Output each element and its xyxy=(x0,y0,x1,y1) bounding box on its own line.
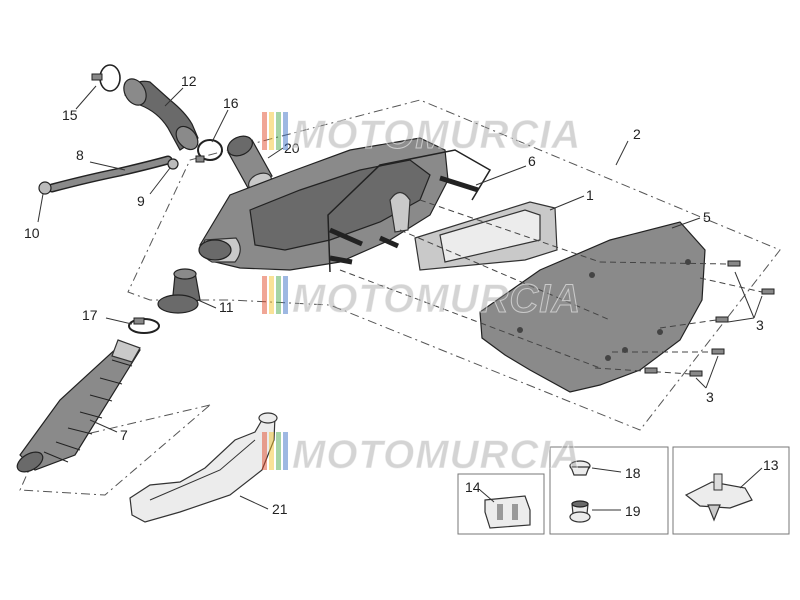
callout-1: 1 xyxy=(586,187,594,203)
callout-5: 5 xyxy=(703,209,711,225)
part-9-clip xyxy=(167,158,179,170)
svg-text:MOTOMURCIA: MOTOMURCIA xyxy=(292,433,581,477)
alignment-line-3 xyxy=(339,269,601,369)
alignment-line-1 xyxy=(419,199,601,263)
part-10-clip xyxy=(38,181,52,195)
part-18-plug xyxy=(569,460,591,476)
callout-19: 19 xyxy=(625,503,641,519)
callout-17: 17 xyxy=(82,307,98,323)
part-12-intake-duct xyxy=(123,78,199,151)
callout-3-upper: 3 xyxy=(756,317,764,333)
callout-16: 16 xyxy=(223,95,239,111)
callout-14: 14 xyxy=(465,479,481,495)
part-5-cover xyxy=(479,221,706,393)
callout-12: 12 xyxy=(181,73,197,89)
callout-6: 6 xyxy=(528,153,536,169)
part-7-bellows xyxy=(16,339,141,473)
part-21-snorkel xyxy=(129,412,278,523)
callout-18: 18 xyxy=(625,465,641,481)
callout-2: 2 xyxy=(633,126,641,142)
callout-21: 21 xyxy=(272,501,288,517)
part-19-plug xyxy=(569,500,591,523)
part-3-screws xyxy=(594,260,775,377)
lower-assembly-frame xyxy=(19,404,211,496)
watermark-middle: MOTOMURCIA xyxy=(262,276,581,322)
filter-housing xyxy=(198,137,479,271)
callout-10: 10 xyxy=(24,225,40,241)
callout-3-lower: 3 xyxy=(706,389,714,405)
part-11-grommet xyxy=(157,268,201,314)
callout-9: 9 xyxy=(137,193,145,209)
svg-text:MOTOMURCIA: MOTOMURCIA xyxy=(292,277,581,321)
callout-15: 15 xyxy=(62,107,78,123)
assembly-frame xyxy=(127,99,781,431)
part-20-sleeve xyxy=(227,135,273,192)
callout-8: 8 xyxy=(76,147,84,163)
alignment-line-2 xyxy=(399,229,611,321)
part-1-filter-element xyxy=(414,201,558,271)
svg-text:MOTOMURCIA: MOTOMURCIA xyxy=(292,113,581,157)
part-14-bracket xyxy=(484,495,531,529)
callout-13: 13 xyxy=(763,457,779,473)
callout-20: 20 xyxy=(284,140,300,156)
detail-box-18-19 xyxy=(549,446,669,535)
callout-7: 7 xyxy=(120,427,128,443)
part-15-clamp xyxy=(91,64,121,92)
watermark-top: MOTOMURCIA xyxy=(262,112,581,158)
part-6-gasket xyxy=(327,149,492,273)
part-13-clip xyxy=(684,473,753,522)
part-16-clamp xyxy=(195,139,223,163)
part-17-clamp xyxy=(128,317,160,334)
leader-lines xyxy=(37,85,763,511)
callout-11: 11 xyxy=(219,299,234,315)
watermark-bottom: MOTOMURCIA xyxy=(262,432,581,478)
